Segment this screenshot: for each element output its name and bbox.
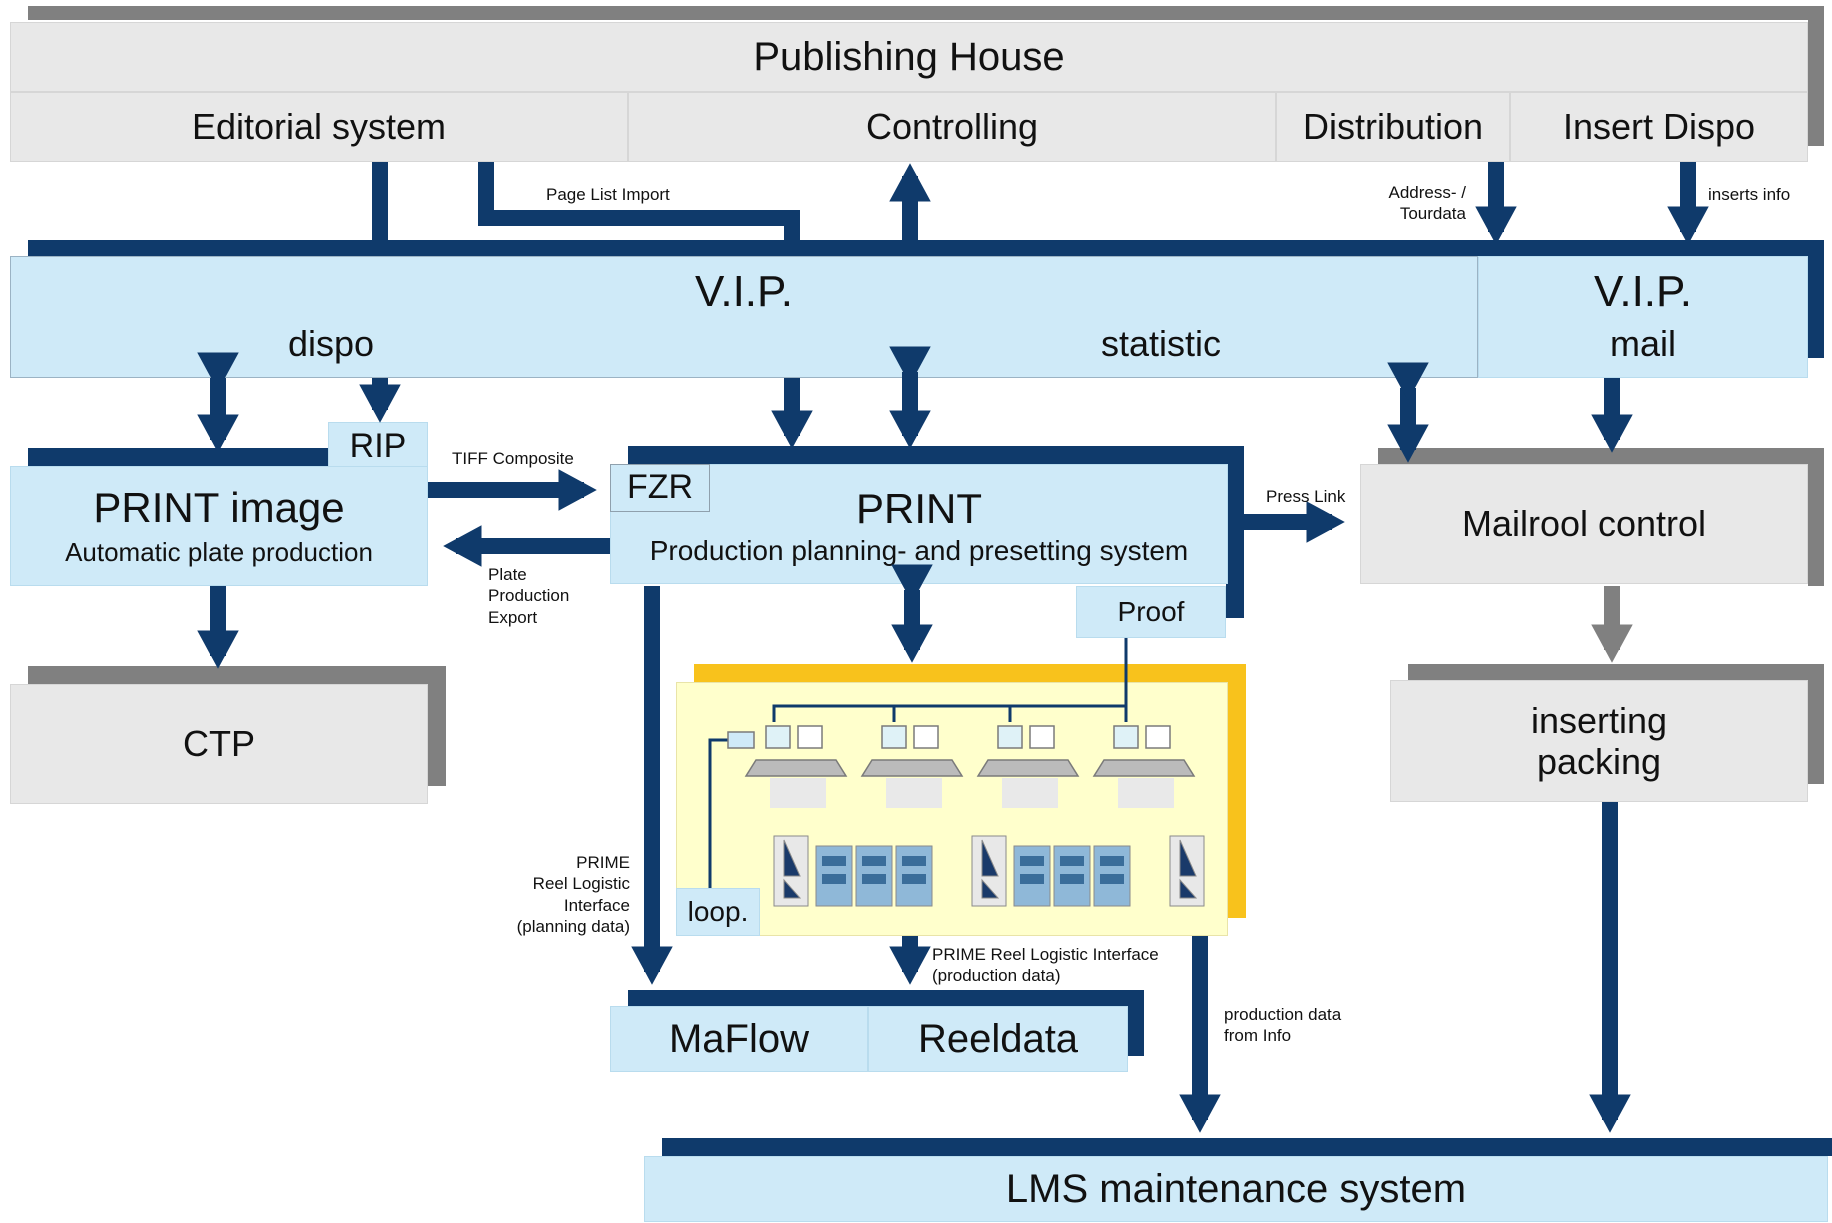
distribution-box: Distribution xyxy=(1276,92,1510,162)
ctp-shadow xyxy=(28,666,446,684)
insert-dispo-box: Insert Dispo xyxy=(1510,92,1808,162)
console-1 xyxy=(744,725,848,808)
mailroom-control-label: Mailrool control xyxy=(1461,503,1707,545)
reeldata-label: Reeldata xyxy=(917,1017,1079,1061)
controlling-box: Controlling xyxy=(628,92,1276,162)
inserts-info-label: inserts info xyxy=(1708,185,1791,204)
vip-mail-title: V.I.P. xyxy=(1594,267,1692,316)
mailroom-control-box: Mailrool control xyxy=(1360,464,1808,584)
print-image-title: PRINT image xyxy=(93,483,345,531)
prime-planning-line1: PRIME xyxy=(576,853,630,872)
tiff-composite-label: TIFF Composite xyxy=(452,449,574,468)
ctp-label: CTP xyxy=(183,723,255,765)
vip-statistic-label: statistic xyxy=(1100,323,1222,364)
loop-terminal xyxy=(727,731,755,749)
lms-shadow xyxy=(662,1138,1832,1156)
inserting-shadow xyxy=(1408,664,1824,680)
distribution-label: Distribution xyxy=(1302,106,1484,148)
address-label-line2: Tourdata xyxy=(1399,204,1466,224)
page-list-import-line xyxy=(478,162,800,240)
folder-unit-3 xyxy=(1169,835,1205,907)
print-shadow xyxy=(628,446,1244,464)
publishing-house-box: Publishing House xyxy=(10,22,1808,92)
production-info-line2: from Info xyxy=(1224,1026,1292,1046)
plate-export-line1: Plate xyxy=(488,565,527,584)
console-4 xyxy=(1092,725,1196,808)
folder-unit-1 xyxy=(773,835,809,907)
print-tower-details xyxy=(822,856,1124,884)
proof-network-line xyxy=(772,638,1128,722)
console-2 xyxy=(860,725,964,808)
fzr-label: FZR xyxy=(626,468,694,507)
mailroom-shadow-side xyxy=(1808,448,1824,586)
prime-production-label: PRIME Reel Logistic Interface (productio… xyxy=(932,944,1159,987)
production-info-line1: production data xyxy=(1224,1005,1342,1024)
maflow-shadow-side xyxy=(1128,990,1144,1056)
proof-box: Proof xyxy=(1076,586,1226,638)
editorial-system-box: Editorial system xyxy=(10,92,628,162)
vip-shadow-side xyxy=(1808,240,1824,358)
insert-dispo-label: Insert Dispo xyxy=(1562,106,1756,148)
proof-label: Proof xyxy=(1117,595,1185,627)
controlling-label: Controlling xyxy=(865,106,1039,148)
reeldata-box: Reeldata xyxy=(868,1006,1128,1072)
vip-shadow xyxy=(28,240,1824,256)
console-3 xyxy=(976,725,1080,808)
loop-box: loop. xyxy=(676,888,760,936)
prime-planning-line3: Interface xyxy=(563,895,630,915)
maflow-box: MaFlow xyxy=(610,1006,868,1072)
fzr-box: FZR xyxy=(610,464,710,512)
press-consoles xyxy=(727,725,1196,808)
vip-main-box: V.I.P. dispo statistic xyxy=(10,256,1478,378)
press-area xyxy=(676,682,1228,936)
production-data-info-label: production data from Info xyxy=(1224,1004,1341,1047)
vip-dispo-label: dispo xyxy=(287,323,375,364)
inserting-shadow-side xyxy=(1808,664,1824,784)
rip-label: RIP xyxy=(349,427,407,466)
loop-label: loop. xyxy=(687,895,749,927)
address-label-line1: Address- / xyxy=(1388,183,1466,202)
packing-label: packing xyxy=(1536,741,1662,782)
address-tourdata-label: Address- / Tourdata xyxy=(1380,182,1466,225)
prime-production-line1: PRIME Reel Logistic Interface xyxy=(932,945,1159,964)
maflow-label: MaFlow xyxy=(668,1017,810,1061)
prime-planning-line4: (planning data) xyxy=(516,916,630,936)
vip-mail-sub: mail xyxy=(1609,323,1676,364)
mailroom-shadow xyxy=(1378,448,1824,464)
vip-main-title: V.I.P. xyxy=(695,267,793,316)
folder-unit-2 xyxy=(971,835,1007,907)
print-image-box: PRINT image Automatic plate production xyxy=(10,466,428,586)
editorial-system-label: Editorial system xyxy=(191,106,447,148)
publishing-house-shadow-side xyxy=(1808,6,1824,146)
maflow-shadow xyxy=(628,990,1144,1006)
inserting-label: inserting xyxy=(1530,699,1668,741)
print-shadow-side xyxy=(1226,446,1244,618)
print-image-sub: Automatic plate production xyxy=(65,537,373,568)
plate-export-line3: Export xyxy=(488,607,538,627)
plate-export-line2: Production xyxy=(488,586,570,606)
page-list-import-label: Page List Import xyxy=(546,185,670,204)
print-box: PRINT Production planning- and presettin… xyxy=(610,464,1228,584)
prime-planning-label: PRIME Reel Logistic Interface (planning … xyxy=(480,852,630,937)
press-link-label: Press Link xyxy=(1266,487,1346,506)
publishing-house-shadow xyxy=(28,6,1824,20)
print-sub: Production planning- and presetting syst… xyxy=(649,535,1189,566)
ctp-shadow-side xyxy=(428,666,446,786)
publishing-house-title: Publishing House xyxy=(753,35,1065,79)
lms-box: LMS maintenance system xyxy=(644,1156,1828,1222)
loop-network-line xyxy=(708,738,728,888)
print-title: PRINT xyxy=(856,485,982,532)
prime-planning-line2: Reel Logistic xyxy=(532,874,630,894)
vip-mail-box: V.I.P. mail xyxy=(1478,256,1808,378)
plate-production-export-label: Plate Production Export xyxy=(488,564,569,628)
inserting-packing-box: inserting packing xyxy=(1390,680,1808,802)
lms-label: LMS maintenance system xyxy=(1005,1167,1467,1211)
press-machine-row xyxy=(773,835,1205,907)
ctp-box: CTP xyxy=(10,684,428,804)
prime-production-line2: (production data) xyxy=(932,966,1061,986)
